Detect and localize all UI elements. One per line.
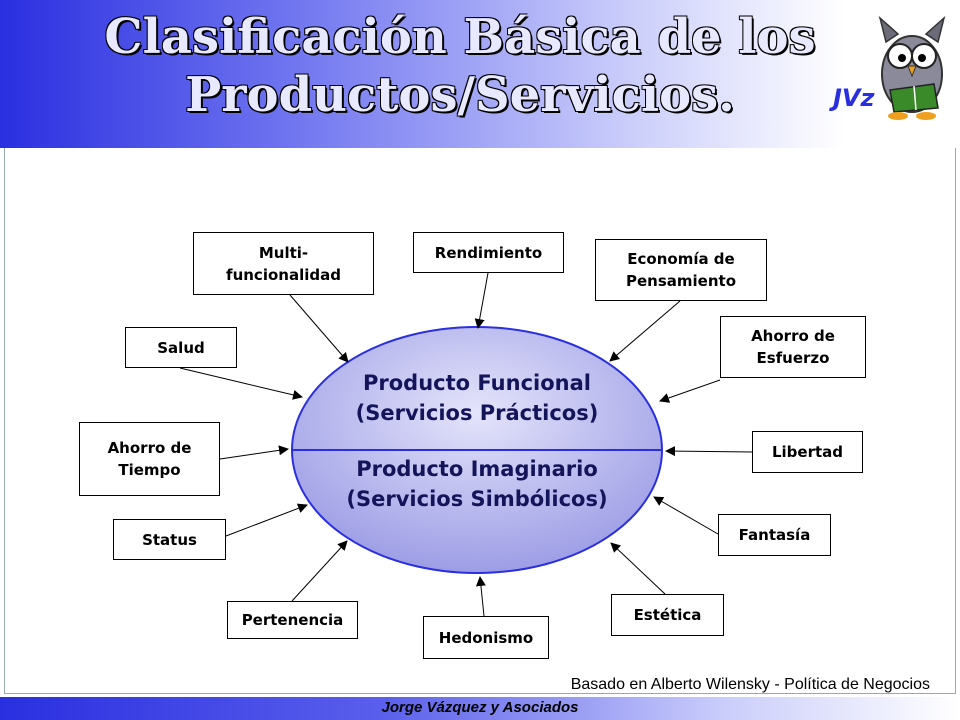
arrow-multi (289, 294, 349, 363)
logo-text: JVz (833, 84, 875, 112)
node-economia: Economía de Pensamiento (595, 239, 767, 301)
node-estetica: Estética (611, 594, 724, 636)
node-libertad: Libertad (752, 431, 863, 473)
node-pertenencia: Pertenencia (227, 601, 358, 639)
arrow-pertenencia (291, 540, 348, 602)
arrow-salud (179, 367, 303, 400)
producto-funcional-label: Producto Funcional (Servicios Prácticos) (355, 371, 599, 425)
node-fantasia: Fantasía (718, 514, 831, 556)
arrow-rendimiento (474, 272, 489, 329)
owl-logo-icon (878, 15, 946, 120)
node-ahorro-esfuerzo: Ahorro de Esfuerzo (720, 316, 866, 378)
header-banner: Clasificación Básica de los Productos/Se… (0, 0, 960, 148)
arrow-status (225, 503, 308, 537)
arrow-libertad (665, 446, 753, 457)
footer-bar: Jorge Vázquez y Asociados (0, 697, 960, 720)
node-ahorro-tiempo: Ahorro de Tiempo (79, 422, 220, 496)
node-hedonismo: Hedonismo (423, 616, 549, 659)
node-rendimiento: Rendimiento (413, 232, 564, 273)
producto-imaginario-label: Producto Imaginario (Servicios Simbólico… (346, 457, 608, 511)
content-frame (4, 148, 956, 694)
arrow-estetica (610, 542, 666, 595)
source-credit: Basado en Alberto Wilensky - Política de… (570, 676, 930, 693)
arrow-fantasia (653, 496, 719, 535)
node-status: Status (113, 519, 226, 560)
arrow-ahorro-esfuerzo (659, 379, 721, 403)
arrow-hedonismo (475, 576, 486, 617)
arrow-economia (609, 300, 681, 362)
node-multi: Multi- funcionalidad (193, 232, 374, 295)
page-title: Clasificación Básica de los Productos/Se… (104, 9, 816, 123)
footer-text: Jorge Vázquez y Asociados (381, 699, 579, 716)
node-salud: Salud (125, 327, 237, 368)
arrow-ahorro-tiempo (219, 445, 289, 460)
